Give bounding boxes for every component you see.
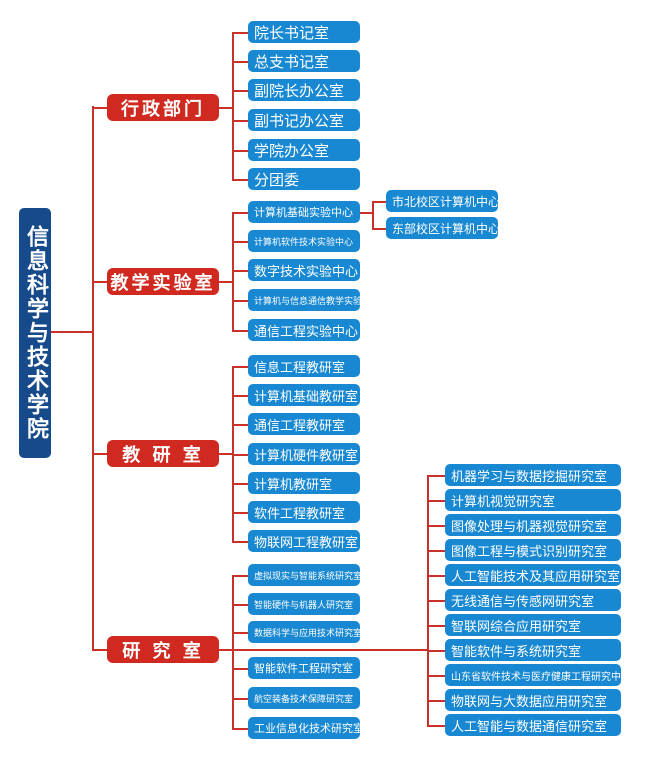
connector-line <box>232 300 248 302</box>
connector-line <box>232 90 248 92</box>
org-unit: 工业信息化技术研究室 <box>248 717 360 739</box>
connector-line <box>232 483 248 485</box>
connector-line <box>372 201 386 203</box>
org-unit: 信息工程教研室 <box>248 355 360 377</box>
connector-line <box>232 366 248 368</box>
connector-line <box>92 281 107 283</box>
connector-line <box>360 212 372 214</box>
org-unit: 无线通信与传感网研究室 <box>445 589 621 611</box>
org-unit: 图像工程与模式识别研究室 <box>445 539 621 561</box>
org-unit: 人工智能技术及其应用研究室 <box>445 564 621 586</box>
org-unit: 计算机视觉研究室 <box>445 489 621 511</box>
connector-line <box>232 61 248 63</box>
connector-line <box>427 700 445 702</box>
connector-line <box>427 600 445 602</box>
connector-line <box>50 331 92 333</box>
org-unit: 智能软件工程研究室 <box>248 657 360 679</box>
connector-line <box>218 281 232 283</box>
connector-line <box>427 725 445 727</box>
connector-line <box>232 270 248 272</box>
connector-line <box>232 632 248 634</box>
org-unit: 分团委 <box>248 168 360 190</box>
org-unit: 物联网工程教研室 <box>248 530 360 552</box>
org-unit: 东部校区计算机中心 <box>386 217 498 239</box>
group-admin: 行政部门 <box>107 94 219 121</box>
org-unit: 航空装备技术保障研究室 <box>248 687 360 709</box>
connector-line <box>232 241 248 243</box>
connector-line <box>232 575 248 577</box>
connector-line <box>232 120 248 122</box>
org-unit: 计算机基础实验中心 <box>248 201 360 223</box>
org-unit: 计算机教研室 <box>248 472 360 494</box>
college-root: 信息科学与技术学院 <box>19 208 51 458</box>
connector-line <box>232 32 234 179</box>
org-unit: 虚拟现实与智能系统研究室 <box>248 564 360 586</box>
connector-line <box>232 604 248 606</box>
connector-line <box>232 366 234 541</box>
connector-line <box>427 475 445 477</box>
connector-line <box>427 650 445 652</box>
connector-line <box>427 575 445 577</box>
org-unit: 院长书记室 <box>248 21 360 43</box>
connector-line <box>218 649 427 651</box>
connector-line <box>92 453 107 455</box>
connector-line <box>92 649 107 651</box>
connector-line <box>232 575 234 728</box>
connector-line <box>232 668 248 670</box>
connector-line <box>232 698 248 700</box>
org-unit: 图像处理与机器视觉研究室 <box>445 514 621 536</box>
org-unit: 通信工程教研室 <box>248 413 360 435</box>
connector-line <box>372 201 374 228</box>
connector-line <box>232 512 248 514</box>
connector-line <box>232 541 248 543</box>
org-unit: 数据科学与应用技术研究室 <box>248 621 360 643</box>
connector-line <box>92 107 107 109</box>
connector-line <box>218 453 232 455</box>
connector-line <box>372 228 386 230</box>
connector-line <box>427 525 445 527</box>
org-unit: 智联网综合应用研究室 <box>445 614 621 636</box>
org-unit: 通信工程实验中心 <box>248 319 360 341</box>
org-unit: 总支书记室 <box>248 50 360 72</box>
connector-line <box>232 424 248 426</box>
org-unit: 计算机与信息通信教学实验中心 <box>248 289 360 311</box>
org-unit: 计算机软件技术实验中心 <box>248 230 360 252</box>
connector-line <box>232 330 248 332</box>
connector-line <box>232 395 248 397</box>
org-unit: 人工智能与数据通信研究室 <box>445 714 621 736</box>
org-unit: 智能软件与系统研究室 <box>445 639 621 661</box>
connector-line <box>427 625 445 627</box>
connector-line <box>232 454 248 456</box>
org-unit: 机器学习与数据挖掘研究室 <box>445 464 621 486</box>
group-research: 研 究 室 <box>107 636 219 663</box>
connector-line <box>427 550 445 552</box>
org-unit: 山东省软件技术与医疗健康工程研究中心 <box>445 664 621 686</box>
connector-line <box>427 500 445 502</box>
connector-line <box>232 728 248 730</box>
org-unit: 计算机硬件教研室 <box>248 443 360 465</box>
connector-line <box>232 150 248 152</box>
org-unit: 智能硬件与机器人研究室 <box>248 593 360 615</box>
org-unit: 软件工程教研室 <box>248 501 360 523</box>
org-unit: 学院办公室 <box>248 139 360 161</box>
group-teaching-office: 教 研 室 <box>107 440 219 467</box>
connector-line <box>232 212 248 214</box>
connector-line <box>218 107 232 109</box>
org-unit: 数字技术实验中心 <box>248 259 360 281</box>
org-unit: 物联网与大数据应用研究室 <box>445 689 621 711</box>
org-unit: 市北校区计算机中心 <box>386 190 498 212</box>
connector-line <box>92 106 94 649</box>
connector-line <box>232 32 248 34</box>
org-unit: 计算机基础教研室 <box>248 384 360 406</box>
connector-line <box>232 179 248 181</box>
org-unit: 副书记办公室 <box>248 109 360 131</box>
group-teaching-lab: 教学实验室 <box>107 268 219 295</box>
org-unit: 副院长办公室 <box>248 79 360 101</box>
connector-line <box>427 675 445 677</box>
